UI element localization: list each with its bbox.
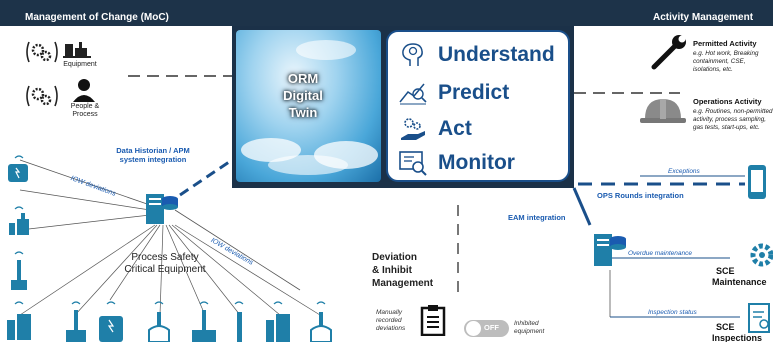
sce-maintenance-label-2: Maintenance	[712, 277, 767, 287]
eam-integration-label: EAM integration	[508, 213, 566, 222]
equipment-bottom-8-icon	[310, 301, 332, 342]
monitor-magnifier-icon	[399, 151, 427, 176]
chart-magnifier-icon	[399, 83, 427, 105]
monitor-row: Monitor	[398, 150, 515, 176]
mobile-device-icon	[748, 165, 766, 199]
toggle-knob	[466, 321, 481, 336]
hard-hat-icon	[640, 99, 686, 123]
permitted-activity-desc: e.g. Hot work, Breaking containment, CSE…	[693, 50, 759, 73]
operations-activity-title: Operations Activity	[693, 97, 762, 106]
wrench-icon	[651, 35, 686, 70]
toggle-off-label: OFF	[484, 323, 499, 332]
vessel-icon	[11, 251, 27, 290]
inhibited-equipment-label: Inhibited equipment	[514, 320, 545, 335]
psce-label: Process Safety Critical Equipment	[124, 252, 206, 275]
act-row: Act	[398, 116, 472, 142]
clipboard-icon	[420, 305, 446, 336]
moc-gears-icon	[26, 41, 58, 63]
person-icon	[73, 79, 95, 102]
hand-gears-icon	[401, 118, 425, 140]
orm-digital-twin-title: ORM Digital Twin	[283, 71, 323, 120]
predict-row: Predict	[398, 80, 509, 106]
inspection-clipboard-icon	[748, 303, 770, 333]
header-band	[0, 0, 773, 26]
server-icon	[146, 194, 178, 224]
ops-rounds-label: OPS Rounds integration	[597, 191, 684, 200]
head-lightbulb-icon	[402, 43, 423, 66]
activity-title: Activity Management	[653, 12, 754, 23]
people-process-gears-icon	[26, 85, 58, 107]
equipment-bottom-4-icon	[148, 301, 170, 342]
equipment-icon	[63, 42, 91, 58]
predict-label: Predict	[438, 81, 510, 104]
people-process-label: People & Process	[70, 103, 100, 118]
cloud-icon	[241, 40, 378, 175]
sce-inspections-label-1: SCE	[716, 322, 735, 332]
inspection-status-label: Inspection status	[648, 309, 697, 316]
historian-label: Data Historian / APM system integration	[116, 146, 190, 164]
act-label: Act	[438, 117, 472, 140]
understand-label: Understand	[438, 43, 555, 66]
manual-deviations-label: Manually recorded deviations	[376, 309, 406, 332]
understand-row: Understand	[398, 42, 555, 68]
permitted-activity-title: Permitted Activity	[693, 39, 757, 48]
uapm-box: Understand Predict Act Monitor	[386, 30, 570, 182]
equipment-bottom-3-icon	[99, 301, 123, 342]
equipment-bottom-7-icon	[266, 301, 290, 342]
equipment-bottom-6-icon	[234, 301, 244, 342]
pump-icon	[8, 155, 28, 182]
gear-icon	[750, 243, 773, 267]
deviation-inhibit-title: Deviation & Inhibit Management	[372, 252, 434, 289]
equipment-bottom-1-icon	[7, 301, 31, 340]
equipment-label: Equipment	[63, 61, 97, 68]
exceptions-label: Exceptions	[668, 168, 700, 175]
overdue-maintenance-label: Overdue maintenance	[628, 250, 692, 257]
monitor-label: Monitor	[438, 151, 515, 174]
eam-server-icon	[594, 234, 626, 266]
equipment-bottom-2-icon	[66, 301, 86, 342]
equipment-bottom-5-icon	[192, 301, 216, 342]
valve-icon	[9, 206, 29, 235]
moc-title: Management of Change (MoC)	[25, 12, 169, 23]
operations-activity-desc: e.g. Routines, non-permitted activity, p…	[693, 108, 773, 131]
sce-inspections-label-2: Inspections	[712, 333, 763, 342]
sce-maintenance-label-1: SCE	[716, 266, 735, 276]
